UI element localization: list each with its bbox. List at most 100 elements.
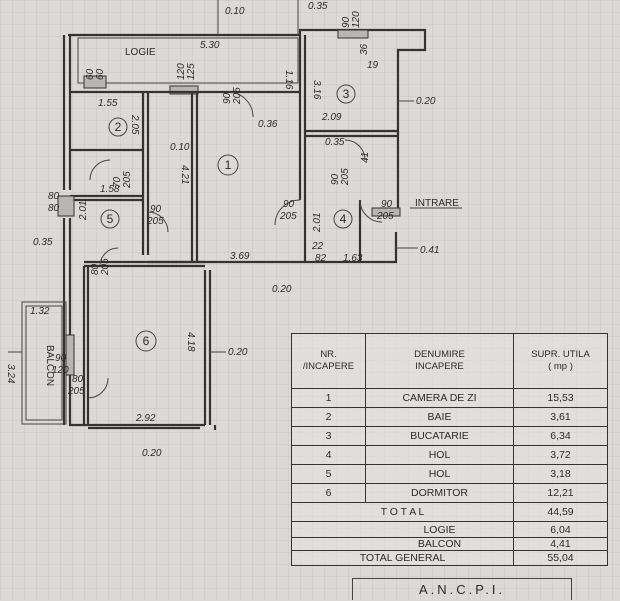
table-row: 2 BAIE 3,61 [292, 408, 607, 427]
row-name: HOL [366, 446, 514, 464]
dim-2-09: 2.09 [321, 112, 342, 123]
table-row: 5 HOL 3,18 [292, 465, 607, 484]
row-name: BAIE [366, 408, 514, 426]
header-area: SUPR. UTILA ( mp ) [531, 349, 590, 372]
svg-text:60: 60 [95, 68, 106, 80]
svg-text:125: 125 [186, 63, 197, 80]
dim-41: 41 [360, 152, 371, 163]
room-3-number: 3 [343, 87, 350, 101]
table-row: 1 CAMERA DE ZI 15,53 [292, 389, 607, 408]
svg-text:120: 120 [176, 63, 187, 80]
svg-text:80: 80 [90, 263, 101, 275]
row-nr: 3 [292, 427, 366, 445]
header-name: DENUMIRE INCAPERE [366, 334, 514, 388]
dim-1-63: 1.63 [343, 253, 363, 264]
dim-1-55: 1.55 [98, 98, 118, 109]
dim-0-10-mid: 0.10 [170, 142, 190, 153]
extra-row: BALCON 4,41 [292, 538, 607, 551]
dim-1-32: 1.32 [30, 306, 50, 317]
svg-text:80: 80 [72, 374, 84, 385]
grand-total-row: TOTAL GENERAL 55,04 [292, 551, 607, 565]
area-table: NR. /INCAPERE DENUMIRE INCAPERE SUPR. UT… [291, 333, 608, 566]
logie-label: LOGIE [125, 47, 156, 58]
row-area: 3,61 [550, 411, 571, 423]
grand-total-area: 55,04 [547, 552, 574, 564]
svg-text:205: 205 [122, 171, 133, 189]
room-6-number: 6 [143, 334, 150, 348]
row-nr: 5 [292, 465, 366, 483]
total-label: T O T A L [292, 503, 514, 521]
exterior-walls [62, 28, 427, 430]
table-row: 3 BUCATARIE 6,34 [292, 427, 607, 446]
total-row: T O T A L 44,59 [292, 503, 607, 522]
room-1-number: 1 [225, 158, 232, 172]
dim-0-20-right: 0.20 [416, 96, 436, 107]
room-5-marker [100, 209, 120, 229]
dim-2-01-right: 2.01 [312, 213, 323, 233]
room-3-marker [336, 84, 356, 104]
door-swings [87, 91, 383, 399]
extra-row: LOGIE 6,04 [292, 522, 607, 538]
header-nr: NR. /INCAPERE [292, 334, 366, 388]
row-area: 6,34 [550, 430, 571, 442]
row-area: 3,72 [550, 449, 571, 461]
svg-text:90: 90 [341, 16, 352, 28]
room-6-marker [135, 330, 157, 352]
dim-80-a: 80 [48, 191, 60, 202]
dim-82: 82 [315, 253, 327, 264]
balcony [8, 301, 75, 425]
table-header: NR. /INCAPERE DENUMIRE INCAPERE SUPR. UT… [292, 334, 607, 389]
room-4-number: 4 [340, 212, 347, 226]
dimensions: 0.10 0.35 5.30 1.55 0.36 2.09 0.10 0.35 … [5, 1, 439, 459]
window-marks [57, 0, 401, 217]
dim-0-41: 0.41 [420, 245, 439, 256]
dim-0-35-top: 0.35 [308, 1, 328, 12]
row-nr: 6 [292, 484, 366, 502]
dim-0-35-left: 0.35 [33, 237, 53, 248]
room-1-marker [217, 154, 239, 176]
dim-1-16: 1.16 [283, 70, 294, 90]
table-row: 6 DORMITOR 12,21 [292, 484, 607, 503]
dim-80-b: 80 [48, 203, 60, 214]
svg-text:205: 205 [279, 211, 297, 222]
dim-3-16: 3.16 [311, 80, 322, 100]
row-name: CAMERA DE ZI [366, 389, 514, 407]
svg-text:60: 60 [85, 68, 96, 80]
svg-text:205: 205 [232, 87, 243, 105]
dim-5-30: 5.30 [200, 40, 220, 51]
row-nr: 1 [292, 389, 366, 407]
dim-0-10-top: 0.10 [225, 6, 245, 17]
row-area: 15,53 [547, 392, 574, 404]
room-markers: 1 2 3 4 5 6 [100, 84, 356, 352]
dim-2-05: 2.05 [129, 114, 140, 135]
dim-4-18: 4.18 [185, 332, 196, 352]
room-2-marker [108, 117, 128, 137]
extra-area: 4,41 [550, 538, 571, 550]
svg-text:205: 205 [67, 386, 85, 397]
svg-text:90: 90 [283, 199, 295, 210]
svg-text:90: 90 [222, 92, 233, 104]
row-area: 12,21 [547, 487, 574, 499]
dim-3-69: 3.69 [230, 251, 250, 262]
dim-0-20-mid: 0.20 [228, 347, 248, 358]
dim-0-20-center: 0.20 [272, 284, 292, 295]
svg-text:120: 120 [52, 365, 69, 376]
svg-text:70: 70 [112, 176, 123, 188]
extra-area: 6,04 [550, 523, 571, 536]
row-name: BUCATARIE [366, 427, 514, 445]
balcon-label: BALCON [44, 345, 55, 386]
extra-name: BALCON [366, 538, 514, 550]
dim-2-92: 2.92 [135, 413, 156, 424]
dim-22: 22 [311, 241, 324, 252]
